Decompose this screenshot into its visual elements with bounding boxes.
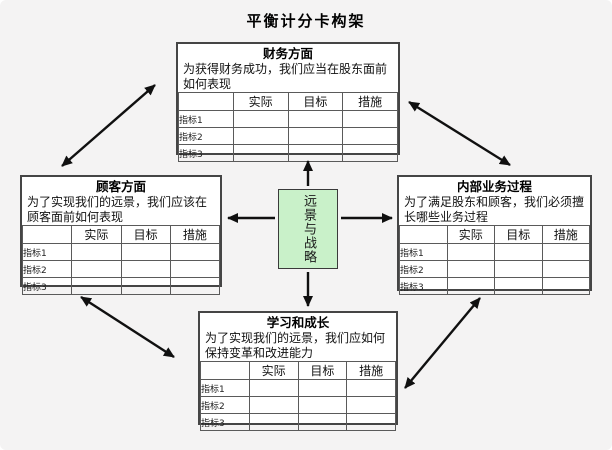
- table-cell: [446, 260, 495, 278]
- table-cell: [541, 243, 590, 261]
- col-header-target: 目标: [287, 92, 344, 111]
- row-label: 指标2: [178, 127, 234, 145]
- arrow-learning-internal: [404, 297, 481, 389]
- col-header-actual: 实际: [71, 225, 122, 244]
- diagram-title: 平衡计分卡构架: [246, 12, 366, 30]
- customer-table: 实际 目标 措施 指标1 指标2 指标3: [21, 225, 221, 295]
- table-cell: [346, 379, 396, 397]
- table-corner-cell: [21, 225, 73, 244]
- row-label: 指标3: [21, 277, 73, 295]
- learning-desc: 为了实现我们的远景，我们应如何保持变革和改进能力: [205, 331, 386, 360]
- table-cell: [232, 144, 289, 162]
- internal-desc: 为了满足股东和顾客，我们必须擅长哪些业务过程: [404, 195, 585, 224]
- row-label: 指标1: [21, 243, 73, 261]
- financial-box: 财务方面 为获得财务成功，我们应当在股东面前如何表现 实际 目标 措施 指标1 …: [176, 42, 400, 162]
- table-corner-cell: [200, 361, 250, 380]
- table-cell: [71, 243, 122, 261]
- table-cell: [446, 277, 495, 295]
- customer-desc: 为了实现我们的远景，我们应该在顾客面前如何表现: [27, 195, 208, 224]
- table-cell: [232, 127, 289, 145]
- financial-desc: 为获得财务成功，我们应当在股东面前如何表现: [183, 62, 388, 91]
- table-cell: [169, 243, 221, 261]
- col-header-target: 目标: [494, 225, 543, 244]
- table-cell: [541, 260, 590, 278]
- table-cell: [342, 110, 398, 128]
- row-label: 指标3: [399, 277, 448, 295]
- arrow-financial-internal: [408, 100, 511, 167]
- internal-process-box: 内部业务过程 为了满足股东和顾客，我们必须擅长哪些业务过程 实际 目标 措施 指…: [397, 175, 592, 295]
- table-cell: [346, 396, 396, 414]
- table-cell: [71, 277, 122, 295]
- row-label: 指标3: [178, 144, 234, 162]
- customer-title: 顾客方面: [95, 179, 146, 194]
- vision-strategy-label: 远景与战略: [301, 194, 316, 264]
- table-cell: [248, 413, 299, 431]
- col-header-actual: 实际: [232, 92, 289, 111]
- table-cell: [248, 379, 299, 397]
- row-label: 指标1: [200, 379, 250, 397]
- financial-table: 实际 目标 措施 指标1 指标2 指标3: [178, 92, 398, 162]
- table-cell: [120, 243, 171, 261]
- table-cell: [287, 110, 344, 128]
- arrow-customer-financial: [61, 84, 156, 167]
- table-cell: [287, 144, 344, 162]
- col-header-measures: 措施: [342, 92, 398, 111]
- table-cell: [287, 127, 344, 145]
- learning-growth-box: 学习和成长 为了实现我们的远景，我们应如何保持变革和改进能力 实际 目标 措施 …: [198, 311, 398, 431]
- table-cell: [342, 127, 398, 145]
- table-corner-cell: [399, 225, 448, 244]
- table-cell: [541, 277, 590, 295]
- row-label: 指标2: [200, 396, 250, 414]
- row-label: 指标3: [200, 413, 250, 431]
- vision-strategy-box: 远景与战略: [278, 189, 338, 269]
- row-label: 指标2: [399, 260, 448, 278]
- table-cell: [346, 413, 396, 431]
- col-header-measures: 措施: [541, 225, 590, 244]
- row-label: 指标2: [21, 260, 73, 278]
- col-header-measures: 措施: [346, 361, 396, 380]
- table-cell: [169, 277, 221, 295]
- table-cell: [297, 413, 348, 431]
- table-cell: [342, 144, 398, 162]
- table-corner-cell: [178, 92, 234, 111]
- table-cell: [248, 396, 299, 414]
- col-header-actual: 实际: [446, 225, 495, 244]
- col-header-target: 目标: [297, 361, 348, 380]
- internal-title: 内部业务过程: [456, 179, 532, 194]
- learning-table: 实际 目标 措施 指标1 指标2 指标3: [200, 361, 396, 431]
- learning-title: 学习和成长: [266, 315, 330, 330]
- customer-box: 顾客方面 为了实现我们的远景，我们应该在顾客面前如何表现 实际 目标 措施 指标…: [20, 175, 222, 295]
- internal-table: 实际 目标 措施 指标1 指标2 指标3: [399, 225, 590, 295]
- table-cell: [494, 277, 543, 295]
- table-cell: [232, 110, 289, 128]
- col-header-actual: 实际: [248, 361, 299, 380]
- table-cell: [494, 243, 543, 261]
- table-cell: [71, 260, 122, 278]
- table-cell: [120, 260, 171, 278]
- table-cell: [169, 260, 221, 278]
- table-cell: [297, 379, 348, 397]
- col-header-target: 目标: [120, 225, 171, 244]
- table-cell: [494, 260, 543, 278]
- table-cell: [446, 243, 495, 261]
- col-header-measures: 措施: [169, 225, 221, 244]
- row-label: 指标1: [178, 110, 234, 128]
- arrow-customer-learning: [80, 295, 175, 359]
- row-label: 指标1: [399, 243, 448, 261]
- financial-title: 财务方面: [262, 46, 313, 61]
- table-cell: [297, 396, 348, 414]
- table-cell: [120, 277, 171, 295]
